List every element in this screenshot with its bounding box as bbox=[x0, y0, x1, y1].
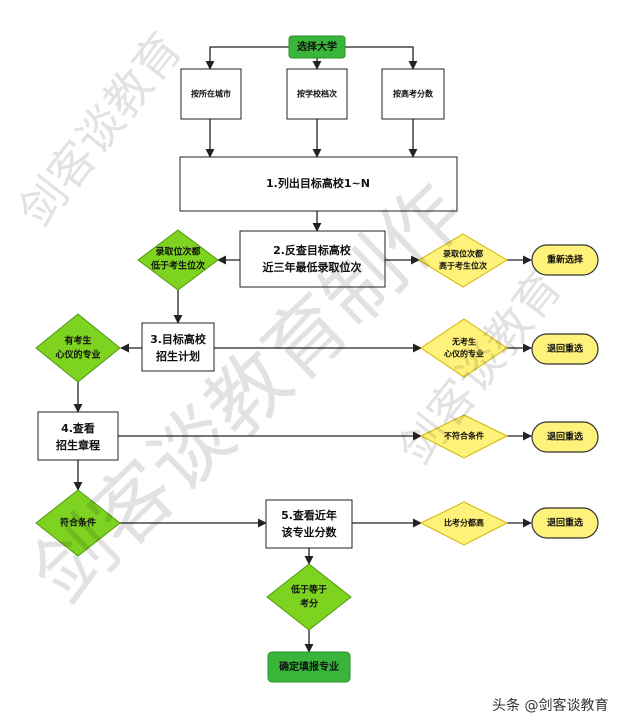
signature: 头条 @剑客谈教育 bbox=[492, 697, 608, 714]
node-no-major: 无考生 心仪的专业 bbox=[420, 318, 508, 378]
edge-choose-to-city bbox=[205, 46, 289, 70]
node-not-qualified: 不符合条件 bbox=[419, 414, 509, 459]
node-by-score: 按高考分数 bbox=[381, 68, 445, 120]
by-score-label: 按高考分数 bbox=[393, 89, 434, 99]
node-go-back-1: 退回重选 bbox=[531, 333, 599, 365]
no-major-line2: 心仪的专业 bbox=[444, 349, 484, 359]
choose-university-label: 选择大学 bbox=[297, 40, 337, 53]
step2-line1: 2.反查目标高校 bbox=[273, 243, 352, 257]
score-lower-equal-line2: 考分 bbox=[300, 598, 318, 610]
node-step4: 4.查看 招生章程 bbox=[37, 411, 119, 461]
node-by-tier: 按学校档次 bbox=[286, 68, 348, 120]
node-step1: 1.列出目标高校1~N bbox=[179, 156, 458, 212]
node-go-back-3: 退回重选 bbox=[531, 507, 599, 539]
rank-lower-line1: 录取位次都 bbox=[155, 246, 200, 258]
watermark-secondary-1: 剑客谈教育 bbox=[8, 22, 192, 236]
step5-line1: 5.查看近年 bbox=[281, 508, 337, 522]
node-rank-higher: 录取位次都 高于考生位次 bbox=[418, 233, 508, 288]
go-back-2-label: 退回重选 bbox=[547, 431, 583, 443]
score-higher-label: 比考分都高 bbox=[444, 518, 484, 528]
by-tier-label: 按学校档次 bbox=[297, 89, 337, 99]
edge-choose-to-score bbox=[345, 46, 418, 70]
not-qualified-label: 不符合条件 bbox=[444, 431, 484, 441]
node-rank-lower: 录取位次都 低于考生位次 bbox=[137, 229, 219, 291]
rank-higher-line2: 高于考生位次 bbox=[439, 261, 487, 271]
score-lower-equal-line1: 低于等于 bbox=[290, 584, 327, 596]
step3-line1: 3.目标高校 bbox=[150, 332, 207, 346]
step1-label: 1.列出目标高校1~N bbox=[266, 176, 370, 190]
step2-line2: 近三年最低录取位次 bbox=[263, 260, 362, 274]
node-has-major: 有考生 心仪的专业 bbox=[35, 313, 121, 383]
node-step2: 2.反查目标高校 近三年最低录取位次 bbox=[239, 230, 386, 288]
go-back-3-label: 退回重选 bbox=[547, 517, 583, 529]
node-go-back-2: 退回重选 bbox=[531, 421, 599, 453]
step4-line1: 4.查看 bbox=[61, 421, 95, 435]
edges bbox=[73, 46, 532, 653]
node-score-higher: 比考分都高 bbox=[419, 501, 509, 546]
node-score-lower-equal: 低于等于 考分 bbox=[266, 563, 352, 631]
node-final: 确定填报专业 bbox=[267, 651, 351, 683]
node-choose-university: 选择大学 bbox=[288, 35, 346, 59]
node-by-city: 按所在城市 bbox=[180, 68, 242, 120]
node-reselect: 重新选择 bbox=[531, 244, 599, 276]
go-back-1-label: 退回重选 bbox=[547, 343, 583, 355]
has-major-line1: 有考生 bbox=[64, 335, 91, 347]
node-step3: 3.目标高校 招生计划 bbox=[141, 322, 215, 372]
by-city-label: 按所在城市 bbox=[191, 89, 231, 99]
node-qualified: 符合条件 bbox=[35, 489, 121, 557]
has-major-line2: 心仪的专业 bbox=[55, 349, 100, 361]
node-step5: 5.查看近年 该专业分数 bbox=[265, 499, 353, 549]
no-major-line1: 无考生 bbox=[451, 337, 476, 347]
step3-line2: 招生计划 bbox=[156, 349, 200, 363]
rank-lower-line2: 低于考生位次 bbox=[150, 260, 205, 272]
step5-line2: 该专业分数 bbox=[282, 525, 338, 539]
rank-higher-line1: 录取位次都 bbox=[443, 249, 483, 259]
qualified-label: 符合条件 bbox=[60, 517, 96, 529]
step4-line2: 招生章程 bbox=[56, 438, 100, 452]
final-label: 确定填报专业 bbox=[279, 660, 339, 673]
reselect-label: 重新选择 bbox=[547, 254, 584, 266]
